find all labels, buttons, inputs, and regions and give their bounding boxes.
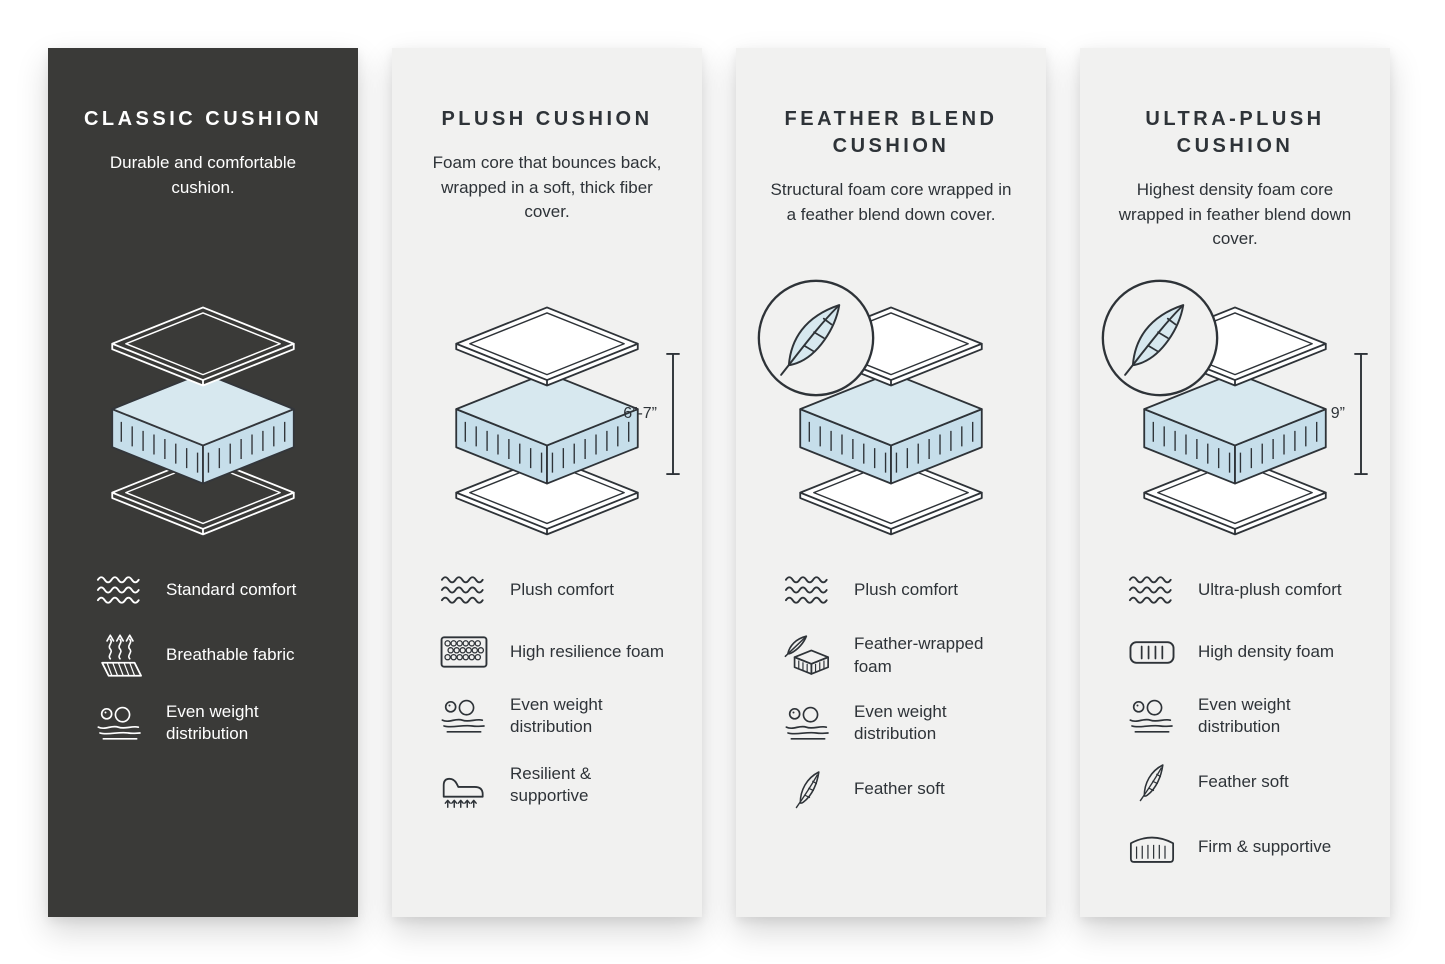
feature-row: Resilient & supportive	[432, 760, 668, 809]
waves-icon	[1120, 573, 1184, 607]
feather-badge-icon	[1098, 276, 1222, 400]
feature-row: Feather soft	[1120, 760, 1356, 804]
dimension-label: 9”	[1330, 405, 1345, 422]
feature-row: Even weight distribution	[432, 694, 668, 738]
feather-badge-icon	[754, 276, 878, 400]
feather-wrapped-foam-icon	[776, 632, 840, 679]
feature-label: Even weight distribution	[1198, 695, 1291, 737]
column-feather-blend-cushion: FEATHER BLEND CUSHION Structural foam co…	[736, 48, 1046, 917]
feather-icon	[1120, 760, 1184, 804]
feature-row: Breathable fabric	[88, 632, 324, 679]
dimension-line-icon	[1352, 352, 1370, 476]
column-description: Foam core that bounces back, wrapped in …	[432, 153, 662, 222]
breathable-fabric-icon	[88, 632, 152, 679]
feature-label: Breathable fabric	[166, 645, 295, 665]
feature-row: Plush comfort	[432, 570, 668, 610]
feature-label: Ultra-plush comfort	[1198, 579, 1342, 599]
even-weight-icon	[432, 696, 496, 736]
column-header: PLUSH CUSHION Foam core that bounces bac…	[426, 106, 668, 298]
column-title: CLASSIC CUSHION	[83, 108, 323, 130]
feature-label: Feather-wrapped foam	[854, 634, 984, 676]
column-header: ULTRA-PLUSH CUSHION Highest density foam…	[1114, 106, 1356, 298]
column-ultra-plush-cushion: ULTRA-PLUSH CUSHION Highest density foam…	[1080, 48, 1390, 917]
feature-label: Firm & supportive	[1198, 836, 1332, 856]
feature-row: Even weight distribution	[776, 701, 1012, 745]
feature-label: Plush comfort	[510, 579, 614, 599]
cushion-layers-illustration	[85, 302, 321, 538]
layered-cushion-diagram	[770, 302, 1012, 550]
column-title: ULTRA-PLUSH CUSHION	[1145, 108, 1325, 157]
column-plush-cushion: PLUSH CUSHION Foam core that bounces bac…	[392, 48, 702, 917]
feature-row: High resilience foam	[432, 632, 668, 672]
column-title: FEATHER BLEND CUSHION	[784, 108, 998, 157]
feather-icon	[776, 767, 840, 811]
feature-row: Even weight distribution	[88, 701, 324, 745]
column-description: Highest density foam core wrapped in fea…	[1118, 180, 1352, 249]
density-foam-icon	[1120, 637, 1184, 668]
feature-label: Feather soft	[854, 779, 945, 799]
column-header: CLASSIC CUSHION Durable and comfortable …	[82, 106, 324, 298]
column-header: FEATHER BLEND CUSHION Structural foam co…	[770, 106, 1012, 298]
firm-supportive-icon	[1120, 826, 1184, 867]
resilience-foam-icon	[432, 633, 496, 671]
feature-list: Standard comfort Breathable fabric Even …	[82, 570, 324, 745]
feature-label: Standard comfort	[166, 579, 297, 599]
layered-cushion-diagram	[82, 302, 324, 550]
waves-icon	[432, 573, 496, 607]
waves-icon	[88, 573, 152, 607]
feature-label: High density foam	[1198, 641, 1335, 661]
feature-label: Even weight distribution	[166, 702, 259, 744]
height-dimension: 6”-7”	[623, 352, 682, 476]
feature-row: Feather-wrapped foam	[776, 632, 1012, 679]
even-weight-icon	[776, 703, 840, 743]
waves-icon	[776, 573, 840, 607]
dimension-line-icon	[664, 352, 682, 476]
layered-cushion-diagram: 6”-7”	[426, 302, 668, 550]
column-description: Structural foam core wrapped in a feathe…	[770, 180, 1012, 224]
feature-list: Plush comfort High resilience foam Even …	[426, 570, 668, 809]
resilient-supportive-icon	[432, 760, 496, 809]
column-classic-cushion: CLASSIC CUSHION Durable and comfortable …	[48, 48, 358, 917]
feature-row: Even weight distribution	[1120, 694, 1356, 738]
feature-row: Plush comfort	[776, 570, 1012, 610]
feature-row: Firm & supportive	[1120, 826, 1356, 867]
feature-row: Standard comfort	[88, 570, 324, 610]
feature-list: Ultra-plush comfort High density foam Ev…	[1114, 570, 1356, 867]
dimension-label: 6”-7”	[623, 405, 657, 422]
feature-label: Even weight distribution	[510, 695, 603, 737]
feature-row: Feather soft	[776, 767, 1012, 811]
column-title: PLUSH CUSHION	[441, 108, 653, 130]
feature-label: High resilience foam	[510, 641, 665, 661]
feature-row: High density foam	[1120, 632, 1356, 672]
height-dimension: 9”	[1331, 352, 1370, 476]
even-weight-icon	[88, 703, 152, 743]
feature-list: Plush comfort Feather-wrapped foam Even …	[770, 570, 1012, 811]
feature-label: Plush comfort	[854, 579, 958, 599]
feature-label: Resilient & supportive	[510, 763, 592, 805]
feature-label: Even weight distribution	[854, 702, 947, 744]
feature-row: Ultra-plush comfort	[1120, 570, 1356, 610]
even-weight-icon	[1120, 696, 1184, 736]
layered-cushion-diagram: 9”	[1114, 302, 1356, 550]
column-description: Durable and comfortable cushion.	[109, 153, 297, 197]
feature-label: Feather soft	[1198, 772, 1289, 792]
